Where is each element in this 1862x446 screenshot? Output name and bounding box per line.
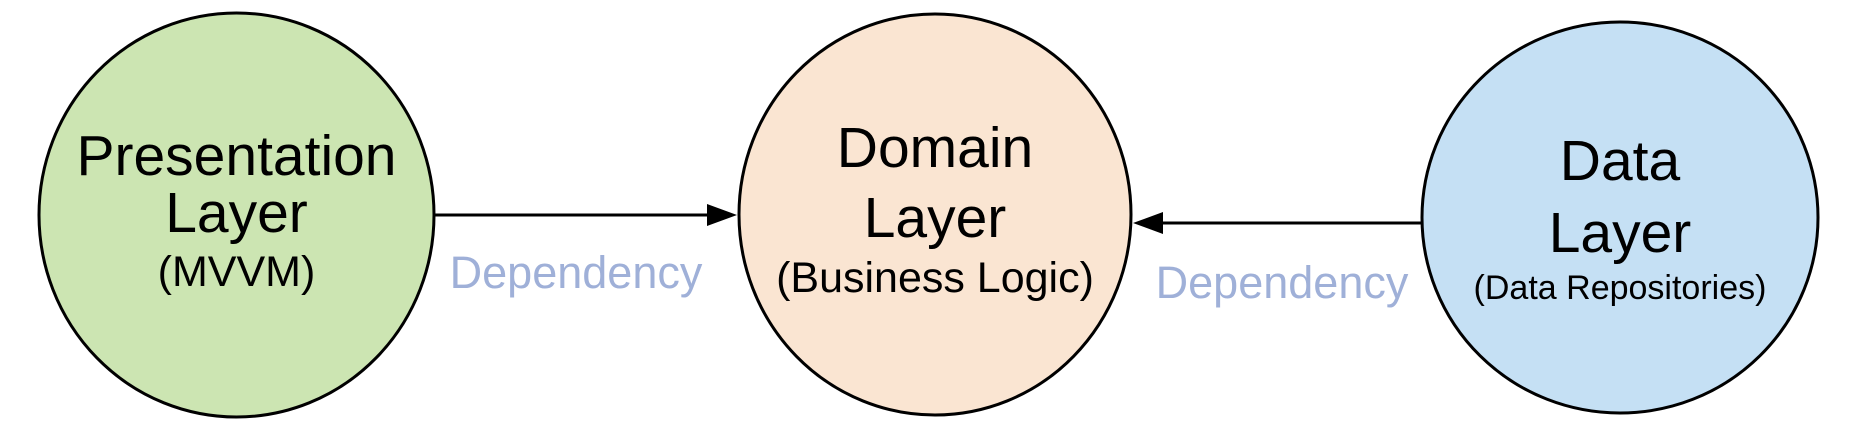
data-layer-subtitle: (Data Repositories) bbox=[1474, 269, 1767, 307]
presentation-layer-title-line1: Presentation bbox=[76, 124, 396, 188]
presentation-layer-subtitle: (MVVM) bbox=[158, 248, 316, 296]
domain-layer-subtitle: (Business Logic) bbox=[776, 254, 1094, 302]
dependency-edge-data-to-domain: Dependency bbox=[1133, 212, 1421, 308]
domain-layer-title-line1: Domain bbox=[837, 116, 1033, 180]
data-layer-circle bbox=[1420, 20, 1820, 415]
dependency-edge-presentation-to-domain: Dependency bbox=[435, 204, 737, 298]
data-layer-title-line1: Data bbox=[1560, 129, 1681, 193]
arrowhead-right-icon bbox=[707, 204, 737, 226]
arrowhead-left-icon bbox=[1133, 212, 1163, 234]
domain-layer-title-line2: Layer bbox=[864, 186, 1007, 250]
data-layer-node: Data Layer (Data Repositories) bbox=[1420, 20, 1820, 415]
domain-layer-node: Domain Layer (Business Logic) bbox=[737, 12, 1133, 417]
presentation-layer-node: Presentation Layer (MVVM) bbox=[37, 11, 436, 419]
dependency-label-right: Dependency bbox=[1156, 257, 1409, 308]
presentation-layer-circle bbox=[37, 11, 436, 419]
data-layer-title-line2: Layer bbox=[1549, 201, 1692, 265]
domain-layer-circle bbox=[737, 12, 1133, 417]
dependency-label-left: Dependency bbox=[450, 247, 703, 298]
presentation-layer-title-line2: Layer bbox=[165, 181, 308, 245]
